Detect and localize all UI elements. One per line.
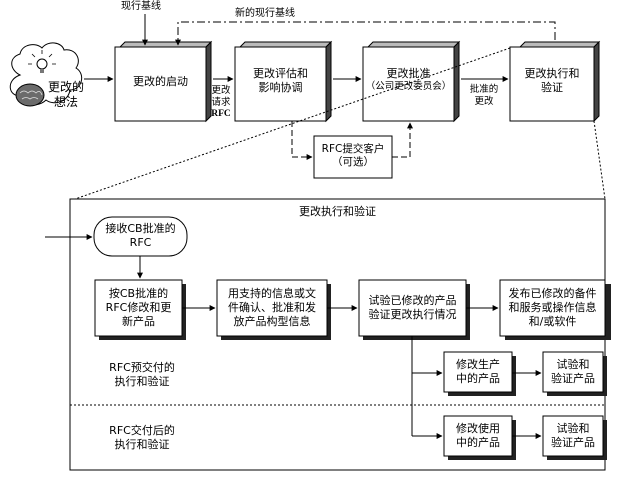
- release-text: 发布已修改的备件和服务或操作信息和/或软件: [508, 287, 597, 328]
- box-release: [499, 279, 611, 340]
- box-evaluation: [234, 40, 333, 123]
- post-delivery-label: RFC交付后的执行和验证: [109, 424, 175, 451]
- box-implement: [509, 40, 601, 123]
- idea-text: 更改的想法: [47, 80, 84, 109]
- test-verify-1-text: 试验和验证产品: [551, 358, 595, 385]
- test-text: 试验已修改的产品验证更改执行情况: [368, 294, 457, 321]
- approved-text: 批准的更改: [469, 84, 499, 107]
- submit-customer-text: RFC提交客户（可选）: [321, 143, 385, 169]
- modify-production-text: 修改生产中的产品: [456, 358, 500, 385]
- box-modify-production: [443, 351, 516, 396]
- idea-cloud: [9, 42, 83, 107]
- implement-text: 更改执行和验证: [524, 67, 580, 94]
- box-modify: [94, 279, 186, 340]
- detail-title: 更改执行和验证: [299, 205, 376, 218]
- pre-delivery-label: RFC预交付的执行和验证: [109, 361, 175, 388]
- box-confirm: [216, 279, 331, 340]
- approval-text: 更改批准（公司更改委员会）: [365, 67, 452, 92]
- box-test: [358, 279, 470, 340]
- confirm-text: 用支持的信息或文件确认、批准和发放产品构型信息: [228, 287, 316, 328]
- current-baseline-label: 现行基线: [121, 1, 161, 12]
- box-initiation: [114, 40, 213, 123]
- evaluation-text: 更改评估和影响协调: [253, 67, 308, 94]
- new-baseline-label: 新的现行基线: [235, 8, 295, 19]
- initiation-text: 更改的启动: [133, 75, 188, 88]
- test-verify-2-text: 试验和验证产品: [551, 422, 595, 449]
- box-test-verify-2: [542, 415, 607, 460]
- box-test-verify-1: [542, 351, 607, 396]
- modify-inuse-text: 修改使用中的产品: [456, 422, 500, 449]
- box-approval: [362, 40, 461, 123]
